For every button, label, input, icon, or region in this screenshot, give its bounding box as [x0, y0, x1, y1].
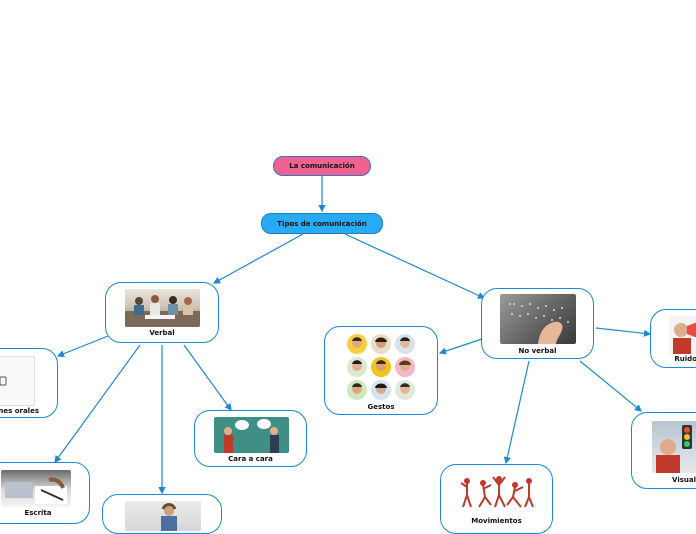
orales-node[interactable]: nes orales: [0, 348, 58, 418]
root-node[interactable]: La comunicación: [273, 156, 371, 176]
types-label: Tipos de comunicación: [277, 219, 367, 228]
edge-noverbal-visual: [579, 360, 642, 412]
visual-label: Visual: [672, 476, 696, 484]
movimientos-image: [459, 471, 535, 511]
cara-a-cara-label: Cara a cara: [228, 455, 273, 463]
verbal-image: [125, 289, 200, 327]
ruido-image: [669, 316, 696, 354]
gestos-label: Gestos: [367, 403, 395, 411]
gestos-image: [345, 333, 417, 401]
no-verbal-node[interactable]: No verbal: [481, 288, 594, 359]
gestos-node[interactable]: Gestos: [324, 326, 438, 415]
visual-image: [652, 421, 696, 473]
verbal-child-node[interactable]: [102, 494, 222, 534]
movimientos-node[interactable]: Movimientos: [440, 464, 553, 534]
escrita-label: Escrita: [24, 509, 52, 517]
root-label: La comunicación: [289, 162, 355, 170]
edge-verbal-cara: [183, 344, 232, 411]
edge-verbal-orales: [56, 335, 109, 358]
edge-types-noverbal: [344, 233, 486, 299]
escrita-node[interactable]: Escrita: [0, 462, 90, 524]
no-verbal-image: [500, 294, 576, 344]
visual-node[interactable]: Visual: [631, 412, 696, 489]
cara-a-cara-node[interactable]: Cara a cara: [194, 410, 307, 467]
orales-label: nes orales: [0, 407, 39, 415]
verbal-label: Verbal: [149, 329, 175, 337]
edge-noverbal-gestos: [438, 338, 483, 355]
escrita-image: [1, 470, 71, 507]
verbal-node[interactable]: Verbal: [105, 282, 219, 343]
edge-noverbal-ruido: [595, 327, 652, 337]
verbal-child-image: [125, 501, 201, 531]
edge-types-verbal: [212, 233, 304, 284]
orales-image: [0, 356, 35, 406]
cara-a-cara-image: [214, 417, 289, 453]
ruido-node[interactable]: Ruido: [650, 309, 696, 368]
edge-verbal-escrita: [54, 344, 141, 463]
types-node[interactable]: Tipos de comunicación: [261, 213, 383, 234]
ruido-label: Ruido: [674, 355, 696, 363]
no-verbal-label: No verbal: [518, 347, 557, 355]
movimientos-label: Movimientos: [471, 517, 522, 525]
connector-lines: [54, 176, 652, 495]
edge-noverbal-movimientos: [503, 360, 530, 465]
